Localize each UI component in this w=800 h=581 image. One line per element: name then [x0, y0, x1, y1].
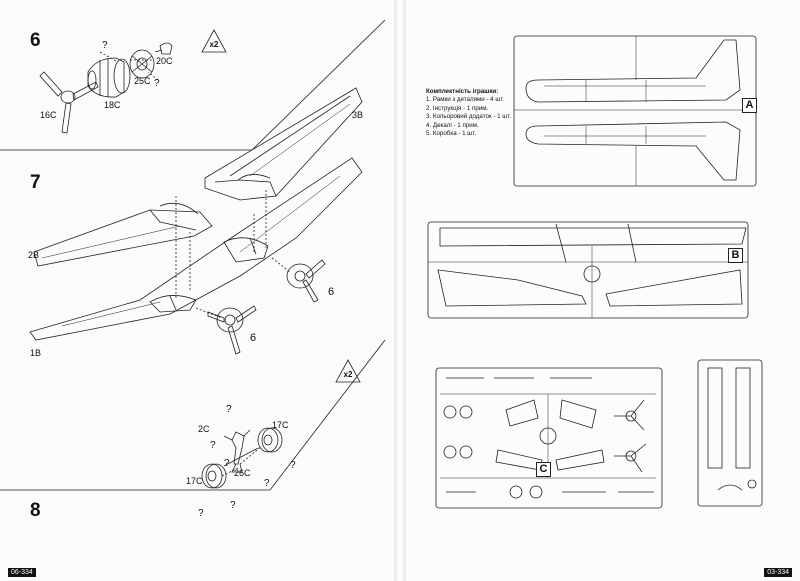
spinner-20c	[154, 42, 173, 55]
axle-26c	[223, 447, 259, 467]
propeller-16c	[39, 71, 99, 134]
unknown-mark: ?	[210, 440, 216, 451]
part-label-18c: 18C	[104, 100, 121, 110]
step-number-7: 7	[30, 172, 41, 193]
page-number-left: 06-334	[8, 568, 36, 577]
kit-contents: Комплектність іграшки: 1. Рамки з деталя…	[426, 88, 586, 138]
propeller-assembly-6a	[286, 259, 326, 303]
wing-2b	[33, 202, 213, 267]
divider-step-6	[0, 19, 386, 151]
part-label-16c: 16C	[40, 110, 57, 120]
contents-item: 4. Декалі - 1 прим.	[426, 121, 479, 129]
right-page-drawings	[427, 35, 763, 509]
unknown-mark: ?	[198, 508, 204, 519]
unknown-mark: ?	[264, 478, 270, 489]
multiplier-step-6: x2	[209, 40, 219, 49]
sprue-letter-a: A	[742, 98, 757, 113]
part-label-6: 6	[250, 332, 257, 344]
propeller-assembly-6b	[207, 305, 257, 355]
unknown-mark: ?	[102, 40, 108, 51]
left-page: 6 x2 16C 18C 25C 20C ? ? 7 3B 2B 1B 6 6 …	[0, 0, 394, 581]
sprue-clear	[697, 359, 763, 507]
wing-3b	[204, 87, 363, 201]
part-label-2c: 2C	[198, 424, 210, 434]
contents-item: 3. Кольоровий додаток - 1 шт.	[426, 113, 512, 121]
contents-item: 5. Коробка - 1 шт.	[426, 130, 477, 138]
engine-25c	[129, 49, 155, 79]
part-label-17c: 17C	[186, 476, 203, 486]
right-page: Комплектність іграшки: 1. Рамки з деталя…	[406, 0, 800, 581]
wheel-17c-right	[257, 427, 283, 453]
part-label-2b: 2B	[28, 250, 40, 260]
unknown-mark: ?	[230, 500, 236, 511]
book-gutter	[394, 0, 406, 581]
contents-item: 2. Інструкція - 1 прим.	[426, 104, 489, 112]
contents-item: 1. Рамки з деталями - 4 шт.	[426, 96, 505, 104]
unknown-mark: ?	[290, 460, 296, 471]
sprue-letter-c: C	[536, 462, 551, 477]
unknown-mark: ?	[224, 458, 230, 469]
sprue-b	[427, 221, 749, 319]
divider-step-7	[0, 339, 386, 491]
part-label-17c: 17C	[272, 420, 289, 430]
left-page-drawings	[0, 19, 386, 491]
part-label-6: 6	[328, 286, 335, 298]
engine-cowling-18c	[87, 57, 131, 98]
part-label-1b: 1B	[30, 348, 42, 358]
part-label-25c: 25C	[134, 76, 151, 86]
unknown-mark: ?	[226, 404, 232, 415]
step-number-8: 8	[30, 500, 41, 521]
step-number-6: 6	[30, 30, 41, 51]
contents-heading: Комплектність іграшки:	[426, 88, 499, 95]
sprue-c	[435, 367, 663, 509]
gear-leg-2c	[223, 429, 251, 473]
part-label-20c: 20C	[156, 56, 173, 66]
multiplier-step-8: x2	[343, 370, 353, 379]
sprue-letter-b: B	[728, 248, 743, 263]
page-number-right: 03-334	[764, 568, 792, 577]
part-label-26c: 26C	[234, 468, 251, 478]
part-label-3b: 3B	[352, 110, 364, 120]
unknown-mark: ?	[154, 78, 160, 89]
